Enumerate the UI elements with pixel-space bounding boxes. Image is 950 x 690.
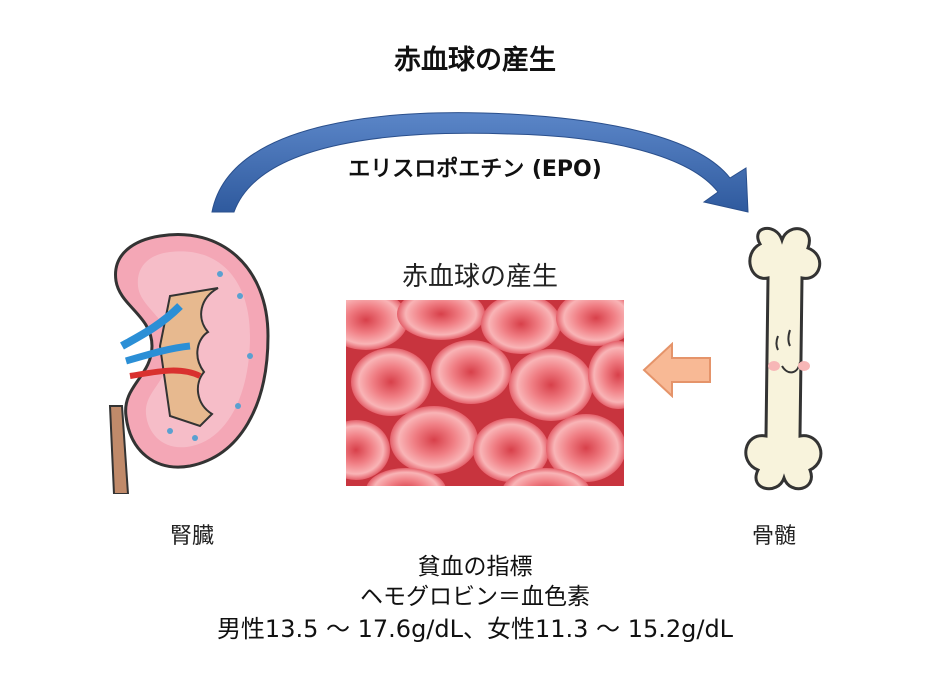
- bone-icon: [744, 226, 823, 491]
- image-caption: 赤血球の産生: [401, 262, 558, 292]
- bone-marrow-label: 骨髄: [752, 524, 797, 549]
- anemia-indicator-heading: 貧血の指標: [417, 554, 533, 580]
- left-arrow-icon: [642, 342, 711, 398]
- page-title: 赤血球の産生: [394, 45, 556, 76]
- curved-arrow-icon: [211, 112, 749, 213]
- kidney-label: 腎臓: [170, 524, 215, 549]
- kidney-icon: [108, 233, 270, 494]
- red-blood-cells-image: [346, 300, 624, 486]
- hormone-label: エリスロポエチン (EPO): [348, 157, 602, 182]
- hemoglobin-reference-range: 男性13.5 ～ 17.6g/dL、女性11.3 ～ 15.2g/dL: [216, 615, 734, 643]
- hemoglobin-definition: ヘモグロビン＝血色素: [360, 584, 590, 610]
